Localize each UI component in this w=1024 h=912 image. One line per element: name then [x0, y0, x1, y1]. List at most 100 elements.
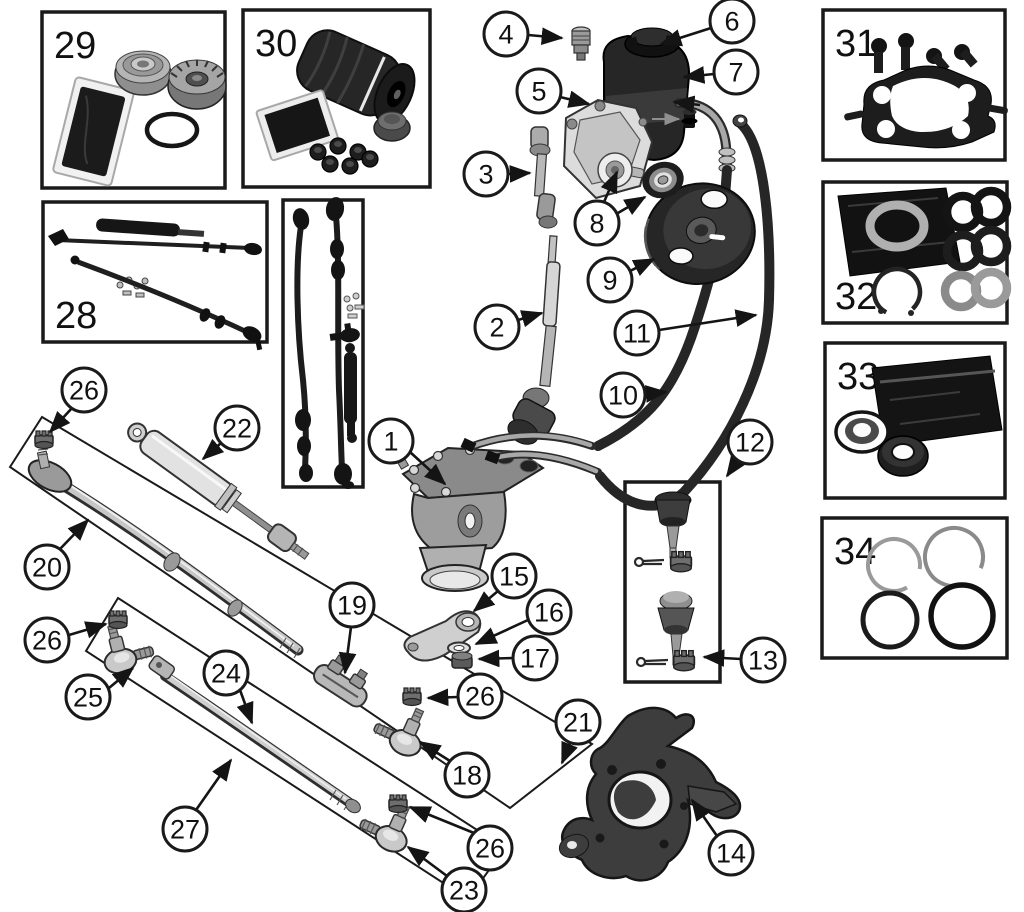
callout-arrow-7	[682, 66, 715, 84]
cotter-pin	[633, 556, 665, 568]
callout-circle-20	[23, 543, 71, 591]
callout-number: 17	[520, 643, 550, 673]
callout-circle-26	[466, 824, 514, 872]
snap-ring	[871, 266, 923, 318]
callout-number: 27	[170, 814, 200, 844]
callout-number: 7	[728, 57, 743, 87]
power-steering-pump	[562, 98, 654, 200]
bolts	[871, 33, 978, 73]
callout-number: 26	[32, 625, 62, 655]
pulley	[643, 182, 756, 286]
callout-arrow-9	[629, 257, 656, 276]
callout-number: 16	[534, 597, 564, 627]
ring-kit-contents	[860, 526, 996, 650]
cotter-pin	[635, 656, 669, 668]
tie-rod-end-23	[354, 791, 422, 858]
box-label: 28	[55, 295, 97, 337]
callout-number: 25	[73, 682, 103, 712]
flat-seal	[834, 410, 890, 454]
callout-number: 12	[735, 427, 765, 457]
callout-arrow-14	[690, 798, 719, 837]
callout-number: 11	[623, 318, 651, 348]
callout-arrow-18	[418, 740, 451, 763]
part-group-frame-30	[241, 8, 432, 189]
callout-number: 1	[383, 426, 398, 456]
callout-circle-26	[456, 672, 504, 720]
callout-arrow-17	[477, 649, 514, 668]
callout-circle-26	[23, 616, 71, 664]
callout-arrow-26	[426, 688, 459, 707]
callout-circle-5	[515, 67, 563, 115]
bearing-kit-contents	[52, 50, 227, 187]
callout-arrow-27	[194, 758, 233, 811]
seal-bag	[871, 355, 1003, 447]
return-hose	[484, 114, 775, 511]
callout-arrow-22	[201, 438, 225, 461]
callout-number: 8	[589, 208, 604, 238]
grease-packet	[52, 76, 135, 187]
rubber-nuts	[309, 137, 379, 175]
callout-arrow-26	[68, 621, 108, 639]
callout-number: 18	[452, 760, 482, 790]
callout-number: 10	[608, 380, 638, 410]
bearing-cap	[114, 50, 172, 96]
callout-arrow-3	[507, 165, 532, 183]
callout-number: 13	[748, 645, 778, 675]
pitman-nut	[451, 651, 473, 669]
dust-cap	[373, 111, 411, 142]
callout-arrow-26	[408, 805, 475, 835]
reservoir-cap	[624, 27, 680, 58]
callout-circle-18	[443, 751, 491, 799]
callout-circle-23	[440, 866, 488, 912]
callout-circle-3	[462, 150, 510, 198]
callout-arrow-4	[527, 27, 564, 46]
lip-seal	[877, 435, 929, 477]
part-group-frame	[281, 198, 365, 489]
callout-circle-10	[599, 371, 647, 419]
damper-small	[344, 343, 357, 443]
castle-nut-26	[34, 430, 54, 450]
box-label: 29	[54, 25, 96, 67]
pitman-arm	[403, 610, 482, 662]
fitting-align-arrow	[672, 95, 701, 114]
castle-nut	[669, 550, 693, 573]
tie-rod-kit-contents	[48, 218, 263, 351]
callout-arrow-11	[658, 309, 758, 332]
callout-arrow-25	[108, 666, 135, 689]
seal-kit-32-contents	[837, 186, 1012, 318]
callout-circle-13	[739, 636, 787, 684]
ball-joint-lower	[657, 591, 695, 666]
callout-circle-15	[490, 552, 538, 600]
callout-circle-24	[202, 649, 250, 697]
callout-arrow-13	[702, 649, 742, 667]
steering-knuckle	[558, 706, 742, 882]
callout-arrow-16	[474, 618, 529, 646]
steering-damper	[127, 422, 310, 560]
pump-gasket	[844, 65, 1008, 149]
callout-circle-1	[367, 417, 415, 465]
callout-circle-14	[707, 829, 755, 877]
callout-circle-25	[64, 673, 112, 721]
callout-arrow-23	[406, 845, 448, 878]
callout-circle-21	[554, 698, 602, 746]
callout-number: 2	[489, 312, 504, 342]
part-group-frame-31	[821, 8, 1007, 162]
part-group-frame-33	[823, 341, 1007, 500]
castle-nut-26	[108, 610, 128, 630]
callout-arrow-15	[472, 590, 499, 613]
grease-packet	[255, 89, 339, 162]
o-ring-large	[928, 582, 996, 650]
callout-circle-4	[482, 10, 530, 58]
callouts-layer: 1234567891011121314151617181920212223242…	[23, 0, 787, 912]
callout-circle-12	[726, 418, 774, 466]
intermediate-shaft	[529, 126, 558, 229]
lock-washer	[447, 641, 471, 655]
callout-circle-11	[613, 309, 661, 357]
callout-number: 23	[449, 875, 479, 905]
callout-number: 4	[498, 19, 513, 49]
callout-arrow-6	[659, 26, 712, 47]
seal-kit-33-contents	[834, 355, 1003, 477]
callout-circle-19	[328, 581, 376, 629]
callout-arrow-8	[600, 170, 619, 203]
